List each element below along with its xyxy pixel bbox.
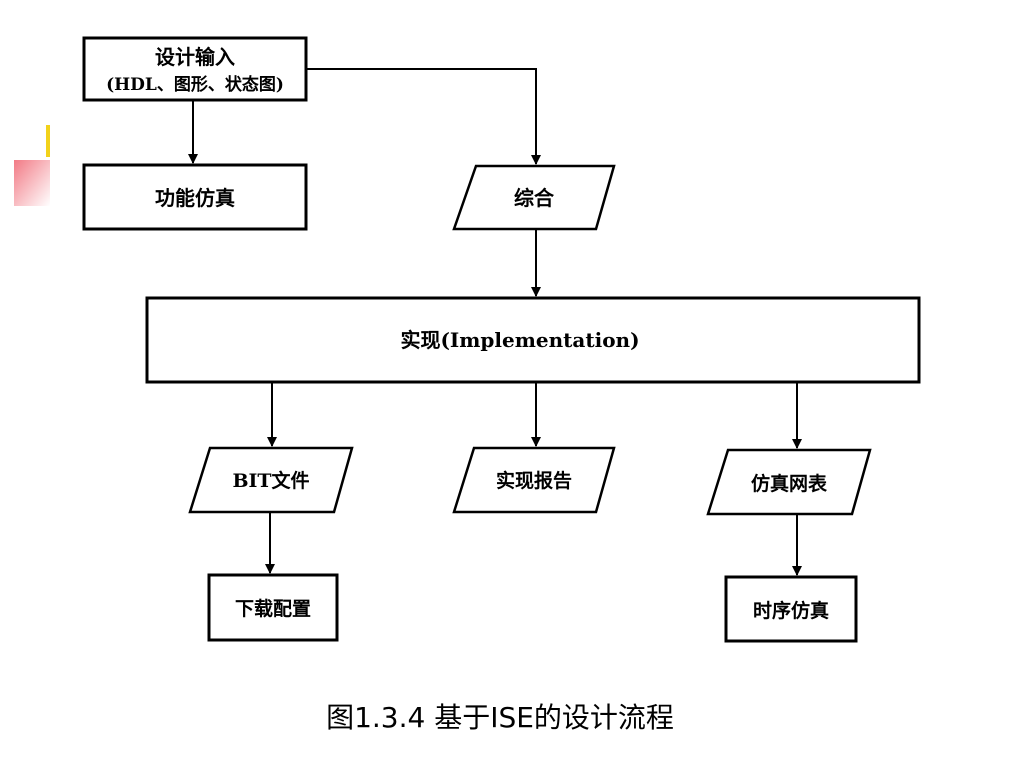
node-timing-sim: 时序仿真 (724, 575, 858, 643)
node-design-input-title: 设计输入 (155, 45, 235, 69)
node-impl-report: 实现报告 (452, 446, 616, 514)
arrow-input-to-synthesis (306, 68, 541, 165)
yellow-accent-bar (46, 125, 50, 157)
node-design-input-subtitle: (HDL、图形、状态图) (106, 74, 284, 95)
node-download-config-label: 下载配置 (235, 597, 311, 620)
node-design-input: 设计输入 (HDL、图形、状态图) (82, 36, 308, 102)
node-synthesis: 综合 (452, 164, 616, 231)
node-sim-netlist: 仿真网表 (706, 448, 872, 516)
node-sim-netlist-label: 仿真网表 (751, 472, 828, 495)
red-accent-block (14, 160, 50, 206)
node-impl-report-label: 实现报告 (496, 469, 572, 492)
node-functional-sim-label: 功能仿真 (155, 186, 235, 210)
node-implementation: 实现(Implementation) (145, 296, 921, 384)
node-implementation-label: 实现(Implementation) (400, 328, 639, 352)
node-bit-file: BIT文件 (188, 446, 354, 514)
node-synthesis-label: 综合 (514, 186, 555, 210)
node-bit-file-label: BIT文件 (232, 469, 309, 492)
node-download-config: 下载配置 (207, 573, 339, 642)
node-timing-sim-label: 时序仿真 (753, 599, 829, 622)
node-functional-sim: 功能仿真 (82, 163, 308, 231)
figure-caption: 图1.3.4 基于ISE的设计流程 (326, 701, 674, 734)
